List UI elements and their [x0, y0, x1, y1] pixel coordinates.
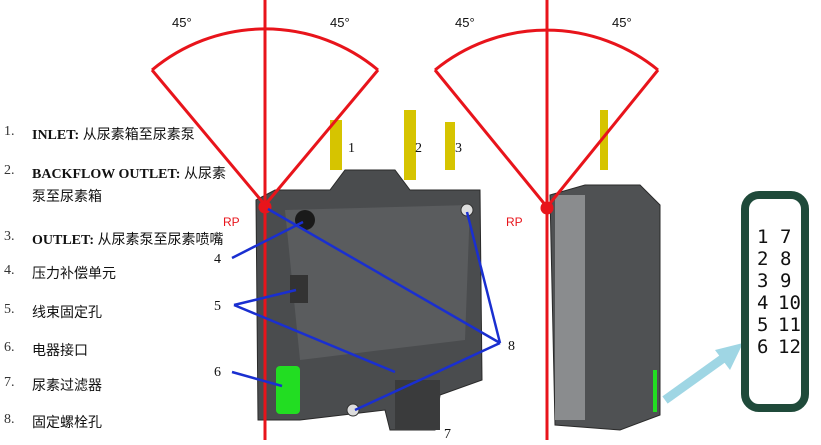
- leader-lines: [231, 207, 502, 412]
- svg-text:9: 9: [780, 270, 791, 292]
- svg-text:5: 5: [757, 314, 768, 336]
- svg-text:4: 4: [757, 292, 768, 314]
- svg-text:12: 12: [778, 336, 801, 358]
- callout-5: 5: [214, 299, 221, 314]
- svg-text:11: 11: [778, 314, 801, 336]
- connector-pin-box: 1 2 3 4 5 6 7 8 9 10 11 12: [741, 191, 809, 412]
- callout-3: 3: [455, 141, 462, 156]
- callout-1: 1: [348, 141, 355, 156]
- svg-text:1: 1: [757, 226, 768, 248]
- pump-front-view: [255, 110, 483, 431]
- electrical-connector-highlight: [276, 366, 300, 414]
- pump-side-view: [549, 110, 661, 431]
- angle-label: 45°: [612, 15, 632, 30]
- svg-text:7: 7: [780, 226, 791, 248]
- svg-text:10: 10: [778, 292, 801, 314]
- arrow-icon: [662, 343, 743, 404]
- angle-label: 45°: [330, 15, 350, 30]
- svg-text:2: 2: [757, 248, 768, 270]
- svg-text:8: 8: [780, 248, 791, 270]
- callout-2: 2: [415, 141, 422, 156]
- callout-8: 8: [508, 339, 515, 354]
- rp-label: RP: [506, 215, 523, 229]
- svg-text:3: 3: [757, 270, 768, 292]
- callout-7: 7: [444, 427, 451, 442]
- callout-4: 4: [214, 252, 221, 267]
- svg-text:6: 6: [757, 336, 768, 358]
- angle-indicator-right: [433, 0, 660, 440]
- rp-label: RP: [223, 215, 240, 229]
- callout-6: 6: [214, 365, 221, 380]
- angle-label: 45°: [455, 15, 475, 30]
- angle-indicator-left: [150, 0, 380, 440]
- angle-label: 45°: [172, 15, 192, 30]
